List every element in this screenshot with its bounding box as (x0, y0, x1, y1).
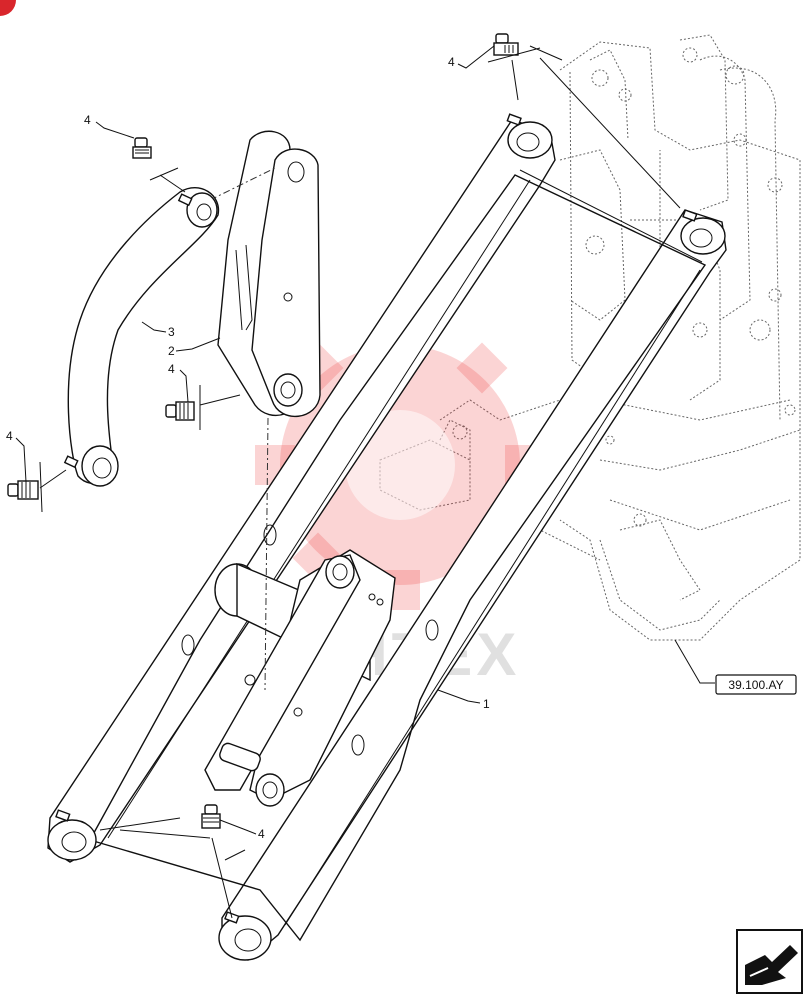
bellcrank-lever (217, 130, 321, 417)
leader-line (179, 369, 189, 403)
indicator-tick (487, 45, 681, 209)
reference-box[interactable]: 39.100.AY (715, 674, 797, 695)
callout-4: 4 (84, 113, 91, 127)
leader-line (15, 437, 27, 483)
leader-line (141, 321, 167, 333)
leader-line (457, 45, 495, 69)
arrow-box-icon[interactable] (736, 929, 803, 994)
callout-1: 1 (483, 697, 490, 711)
callout-4: 4 (168, 362, 175, 376)
leader-line (95, 121, 135, 139)
callout-4: 4 (6, 429, 13, 443)
background-frame (379, 34, 801, 641)
link-arm (63, 187, 220, 487)
cross-tube-mount (204, 549, 396, 807)
grease-fitting (201, 804, 221, 829)
callout-4: 4 (258, 827, 265, 841)
grease-fitting (132, 137, 152, 159)
alignment-line (209, 167, 276, 201)
grease-fitting (493, 33, 519, 56)
alignment-line (264, 417, 269, 691)
leader-line (437, 689, 481, 704)
leader-line (175, 337, 221, 352)
grease-fitting (165, 401, 195, 421)
callout-2: 2 (168, 344, 175, 358)
callout-4: 4 (448, 55, 455, 69)
grease-fitting (7, 480, 39, 500)
indicator-tick (39, 461, 67, 513)
corner-badge-icon (0, 0, 16, 16)
leader-line (674, 639, 715, 684)
callout-3: 3 (168, 325, 175, 339)
indicator-tick (199, 385, 241, 430)
loader-boom (47, 113, 727, 961)
indicator-tick (149, 167, 186, 193)
reference-label[interactable]: 39.100.AY (728, 678, 783, 692)
leader-line (219, 819, 257, 835)
indicator-tick (99, 817, 246, 919)
